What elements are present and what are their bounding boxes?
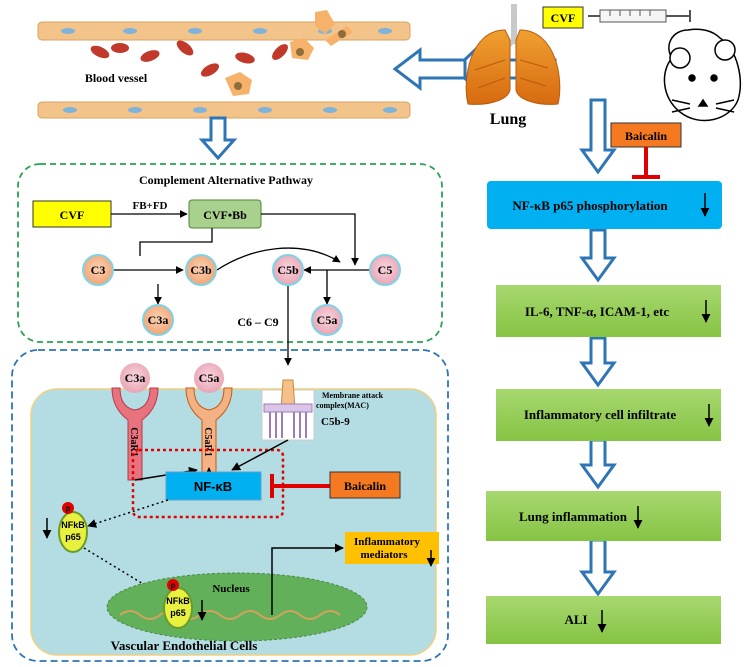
cvf-syringe: CVF [542,6,691,29]
nfkb-box [165,471,262,501]
fbfd-label: FB+FD [133,200,168,212]
p-label-2: p [171,581,176,590]
nucleus-label: Nucleus [212,583,250,595]
c3a-ligand-label: C3a [125,371,146,385]
c5-label: C5 [378,263,393,277]
c5-node [369,254,401,286]
nfkb-small-label-2: NFkB [166,596,190,606]
nfkb-p65-nuclear [163,579,193,629]
inhibition-bar-left [270,474,330,498]
cvfbb-label: CVF•Bb [203,208,247,222]
c5a-node [311,304,343,336]
mediators-box [345,532,439,564]
c3ar1-receptor [111,387,159,481]
mediators-label-line2: mediators [360,549,408,561]
lung-illustration [465,4,561,105]
c5a-ligand-label: C5a [199,371,220,385]
baicalin-label-right: Baicalin [625,129,667,143]
lung-label: Lung [490,111,526,128]
ali-box [486,596,721,644]
complement-nodes [82,254,401,336]
nfkb-p65-cytoplasmic [58,502,88,553]
infiltrate-box [496,389,721,441]
cvf-box [32,200,112,228]
c5a-label: C5a [317,313,338,327]
cytokines-box [496,285,721,337]
complement-pathway-panel [17,163,443,343]
transcription-arrow [271,543,344,615]
mac-label-line2: complex(MAC) [316,401,369,410]
mac-label-line1: Membrane attack [322,391,384,400]
blood-vessel-illustration [37,10,411,119]
cvf-label: CVF [60,208,85,222]
cvf-tag-label: CVF [551,11,576,25]
c5ar1-receptor [185,387,233,481]
c5ar1-label: C5aR1 [202,427,213,456]
blood-vessel-label: Blood vessel [85,71,148,85]
endothelial-panel [11,349,449,662]
c3a-node [142,304,174,336]
inflammation-label: Lung inflammation [519,509,628,524]
c3a-ligand [120,363,150,393]
c5b9-label: C5b-9 [321,416,350,428]
c3-label: C3 [91,263,106,277]
hollow-arrows [198,46,617,597]
nfkb-label: NF-κB [194,479,232,494]
inflammation-box [486,491,721,541]
c5b-node [272,254,304,286]
p65-label-1: p65 [65,532,81,542]
c3b-label: C3b [190,263,212,277]
nfkb-phosphorylation-label: NF-κB p65 phosphorylation [512,198,668,213]
dotted-translocation-arrows [83,499,169,594]
p65-label-2: p65 [170,608,186,618]
ali-label: ALI [564,612,587,627]
pathway-connectors [112,213,370,366]
infiltrate-label: Inflammatory cell infiltrate [524,407,677,422]
nfkb-small-label-1: NFkB [61,520,85,530]
mac-illustration [261,379,315,441]
c5a-ligand [194,363,224,393]
cell-label: Vascular Endothelial Cells [111,638,258,653]
c3b-node [185,254,217,286]
c5b-label: C5b [277,263,299,277]
p-label-1: p [66,504,71,513]
baicalin-box-right [610,122,682,148]
c3ar1-label: C3aR1 [128,427,139,456]
decrease-arrows-right [597,193,714,633]
c3-node [82,254,114,286]
cytokines-label: IL-6, TNF-α, ICAM-1, etc [525,304,669,319]
mediators-label-line1: Inflammatory [354,536,420,548]
inhibition-bar-right [632,147,660,179]
baicalin-box-left [329,471,401,499]
pathway-title: Complement Alternative Pathway [139,173,313,187]
dna-strand [119,610,341,620]
nfkb-activation-region [131,448,285,519]
c3a-label: C3a [148,313,169,327]
nfkb-phosphorylation-box [487,181,722,229]
mouse-illustration [663,28,741,122]
c6-c9-label: C6 – C9 [237,315,278,329]
baicalin-label-left: Baicalin [344,479,386,493]
